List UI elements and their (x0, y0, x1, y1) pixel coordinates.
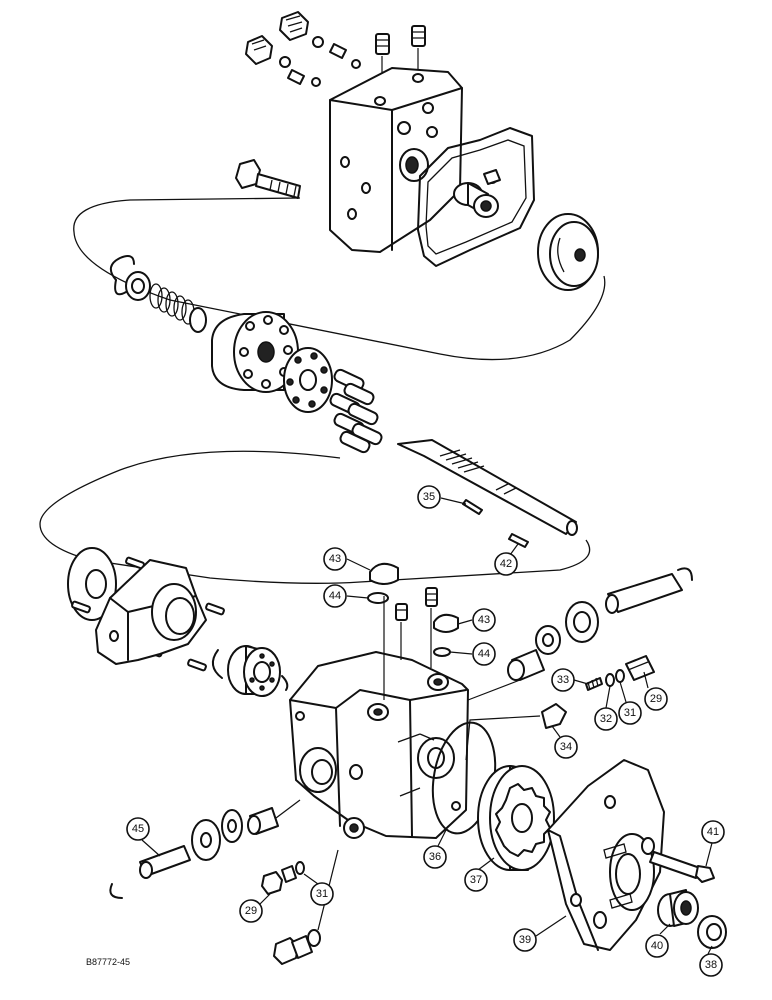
callout-29-right: 29 (644, 687, 668, 711)
svg-text:42: 42 (500, 558, 512, 570)
svg-text:34: 34 (560, 741, 572, 753)
svg-text:31: 31 (624, 707, 636, 719)
swashplate-loop (39, 450, 591, 584)
callout-45: 45 (126, 817, 150, 841)
plug-upper-2 (245, 35, 273, 65)
callout-36: 37 (464, 868, 488, 892)
sleeve-bushing (507, 649, 545, 681)
drive-shaft (397, 439, 578, 536)
spring (149, 283, 195, 325)
input-shaft-group (465, 567, 693, 761)
port-plate (537, 213, 599, 291)
figure-reference: B87772-45 (86, 957, 130, 967)
rear-cover-group (235, 11, 599, 291)
svg-text:31: 31 (316, 888, 328, 900)
bearing-39 (657, 889, 699, 927)
callout-37: 35 (417, 485, 441, 509)
callout-42: 42 (494, 552, 518, 576)
svg-text:35: 35 (423, 491, 435, 503)
key-42 (508, 533, 529, 548)
cover-gasket (417, 127, 535, 267)
bushing-top (453, 182, 499, 218)
lower-left-group (109, 799, 339, 965)
front-cover-group (431, 721, 727, 951)
ball-bearing (227, 645, 281, 697)
retainer-plate (283, 347, 333, 413)
callout-33: 33 (551, 668, 575, 692)
cylinder-barrel (211, 311, 299, 393)
key-37 (462, 499, 483, 515)
rotating-group (109, 255, 578, 548)
callout-31-right: 31 (618, 701, 642, 725)
cap-screw (235, 159, 301, 199)
svg-text:29: 29 (650, 693, 662, 705)
callout-29-lower: 29 (239, 899, 263, 923)
callout-32: 32 (594, 707, 618, 731)
callout-44-right: 44 (472, 642, 496, 666)
svg-text:43: 43 (329, 553, 341, 565)
svg-text:29: 29 (245, 905, 257, 917)
svg-text:33: 33 (557, 674, 569, 686)
swashplate-group (67, 547, 289, 697)
callout-40: 38 (699, 953, 723, 977)
callout-43-right: 43 (472, 608, 496, 632)
svg-text:37: 37 (470, 874, 482, 886)
svg-text:39: 39 (519, 934, 531, 946)
plug-upper-1 (279, 11, 309, 41)
svg-text:43: 43 (478, 614, 490, 626)
svg-text:44: 44 (478, 648, 490, 660)
callout-35: 36 (423, 845, 447, 869)
svg-text:38: 38 (705, 959, 717, 971)
gerotor-36 (477, 765, 555, 871)
callout-44-upper: 44 (323, 584, 347, 608)
front-cover-38 (547, 759, 665, 951)
set-screw-b (411, 25, 426, 47)
callout-41: 41 (701, 820, 725, 844)
callout-38: 39 (513, 928, 537, 952)
svg-text:44: 44 (329, 590, 341, 602)
callout-34: 34 (554, 735, 578, 759)
set-screw-a (375, 33, 390, 55)
callout-31-lower: 31 (310, 882, 334, 906)
svg-text:40: 40 (651, 940, 663, 952)
callouts: 35 42 43 44 43 44 (126, 485, 725, 977)
svg-text:32: 32 (600, 713, 612, 725)
callout-39: 40 (645, 934, 669, 958)
svg-text:41: 41 (707, 826, 719, 838)
svg-text:45: 45 (132, 823, 144, 835)
pistons (329, 368, 383, 454)
svg-text:36: 36 (429, 851, 441, 863)
main-housing (289, 562, 469, 839)
callout-43-upper: 43 (323, 547, 347, 571)
